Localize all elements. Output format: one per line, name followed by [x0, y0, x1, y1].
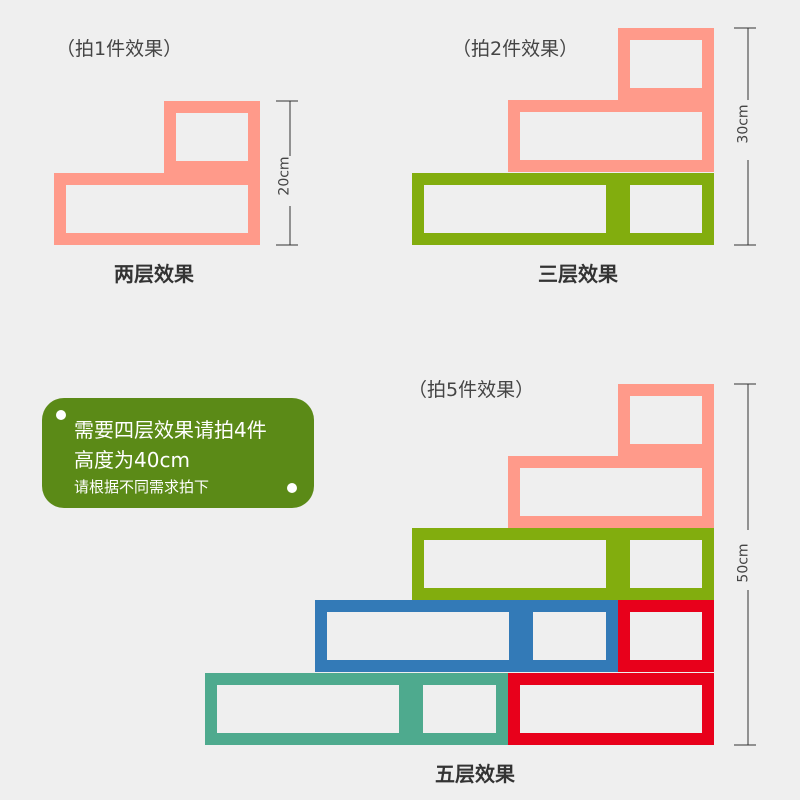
- caption-two-layer: （拍1件效果）: [56, 38, 183, 60]
- two-bottom-box-opening-1: [66, 185, 248, 233]
- note-dot-bottom-right: [287, 483, 297, 493]
- label-five-layer: 五层效果: [435, 762, 515, 786]
- five-layer5-red-box-opening-1: [520, 685, 702, 733]
- label-three-layer: 三层效果: [538, 262, 618, 286]
- label-two-layer: 两层效果: [114, 262, 194, 286]
- five-layer4-blue-box-opening-2: [533, 612, 606, 660]
- five-layer5-teal-box-opening-1: [217, 685, 399, 733]
- five-layer5-teal-box-opening-2: [423, 685, 496, 733]
- two-top-box-opening-1: [176, 113, 248, 161]
- caption-three-layer: （拍2件效果）: [452, 38, 579, 60]
- three-bottom-box-opening-1: [424, 185, 606, 233]
- five-layer4-red-box-opening-1: [630, 612, 702, 660]
- note-line-2: 高度为40cm: [74, 448, 190, 472]
- five-layer2-box-opening-1: [520, 468, 702, 516]
- note-line-1: 需要四层效果请拍4件: [74, 418, 267, 442]
- five-layer1-box-opening-1: [630, 396, 702, 444]
- three-bottom-divider: [606, 173, 630, 245]
- three-middle-box-opening-1: [520, 112, 702, 160]
- five-layer3-box-opening-2: [630, 540, 702, 588]
- note-dot-top-left: [56, 410, 66, 420]
- five-layer3-box-opening-1: [424, 540, 606, 588]
- caption-five-layer: （拍5件效果）: [408, 379, 535, 401]
- note-box: 需要四层效果请拍4件 高度为40cm 请根据不同需求拍下: [42, 398, 314, 508]
- three-top-box-opening-1: [630, 40, 702, 88]
- three-bottom-box-opening-2: [630, 185, 702, 233]
- five-layer4-blue-box-opening-1: [327, 612, 509, 660]
- note-line-3: 请根据不同需求拍下: [74, 478, 210, 496]
